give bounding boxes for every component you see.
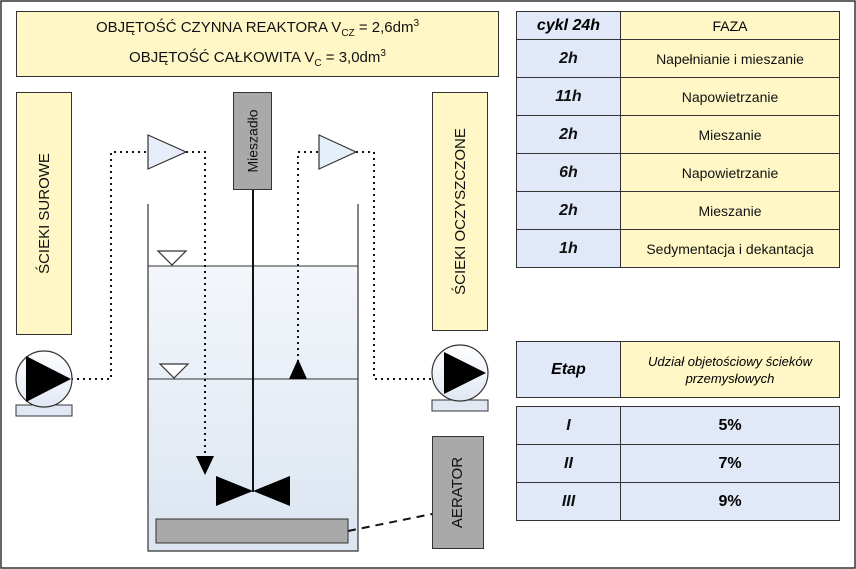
mixer-motor-label: Mieszadło (233, 92, 272, 190)
table-row: I 5% (516, 406, 840, 445)
aerator-diffuser (155, 518, 349, 544)
treated-sewage-label: ŚCIEKI OCZYSZCZONE (432, 92, 488, 331)
outflow-line (297, 151, 432, 380)
active-volume-line: OBJĘTOŚĆ CZYNNA REAKTORA VCZ = 2,6dm3 (96, 14, 419, 44)
mixer-text: Mieszadło (244, 109, 261, 173)
total-volume-line: OBJĘTOŚĆ CAŁKOWITA VC = 3,0dm3 (129, 44, 386, 74)
active-volume-text: OBJĘTOŚĆ CZYNNA REAKTORA V (95, 19, 342, 36)
inflow-arrow-icon (196, 456, 214, 475)
raw-sewage-label: ŚCIEKI SUROWE (16, 92, 72, 335)
aerator-label: AERATOR (432, 436, 484, 549)
cycle-phase-table: cykl 24h FAZA 2h Napełnianie i mieszanie… (516, 11, 840, 268)
cycle-header-phase: FAZA (620, 11, 840, 40)
table-row: 2h Napełnianie i mieszanie (516, 39, 840, 78)
inflow-flow-direction-icon (147, 134, 188, 170)
table-row: 1h Sedymentacja i dekantacja (516, 229, 840, 268)
cycle-phase-cell: Napowietrzanie (620, 153, 840, 192)
stage-header-row: Etap Udział objetościowy ścieków przemys… (516, 341, 840, 398)
stage-header-share: Udział objetościowy ścieków przemysłowyc… (620, 341, 840, 398)
cycle-time-cell: 2h (516, 39, 621, 78)
stage-cell: II (516, 444, 621, 483)
cycle-table-header: cykl 24h FAZA (516, 11, 840, 40)
stage-table-header: Etap Udział objetościowy ścieków przemys… (516, 341, 840, 398)
raw-sewage-text: ŚCIEKI SUROWE (35, 153, 53, 274)
impeller-left-icon (216, 476, 253, 506)
aerator-connection (347, 513, 433, 532)
stage-header-stage: Etap (516, 341, 621, 398)
cycle-phase-cell: Mieszanie (620, 115, 840, 154)
reactor-tank (147, 204, 359, 552)
cycle-header-time: cykl 24h (516, 11, 621, 40)
raw-sewage-pump-icon (15, 350, 73, 417)
cycle-time-cell: 11h (516, 77, 621, 116)
table-row: 2h Mieszanie (516, 191, 840, 230)
table-row: 2h Mieszanie (516, 115, 840, 154)
impeller-right-icon (253, 476, 290, 506)
share-cell: 7% (620, 444, 840, 483)
cycle-time-cell: 6h (516, 153, 621, 192)
stage-cell: III (516, 482, 621, 521)
stage-cell: I (516, 406, 621, 445)
cycle-time-cell: 2h (516, 115, 621, 154)
treated-sewage-pump-icon (431, 344, 489, 412)
cycle-phase-cell: Napowietrzanie (620, 77, 840, 116)
active-volume-unit-exponent: 3 (413, 18, 420, 29)
stage-share-table: I 5% II 7% III 9% (516, 406, 840, 521)
cycle-time-cell: 2h (516, 191, 621, 230)
inflow-line (71, 151, 206, 456)
outflow-inlet-arrow-icon (289, 359, 307, 379)
level-marker-low-icon (158, 363, 190, 379)
total-volume-value: = 3,0dm (321, 49, 381, 66)
active-volume-subscript: CZ (341, 28, 355, 39)
cycle-phase-cell: Mieszanie (620, 191, 840, 230)
cycle-time-cell: 1h (516, 229, 621, 268)
table-row: 11h Napowietrzanie (516, 77, 840, 116)
cycle-phase-cell: Sedymentacja i dekantacja (620, 229, 840, 268)
level-marker-high-icon (156, 250, 188, 266)
aerator-text: AERATOR (449, 456, 467, 529)
reactor-volume-info: OBJĘTOŚĆ CZYNNA REAKTORA VCZ = 2,6dm3 OB… (16, 11, 499, 77)
share-cell: 9% (620, 482, 840, 521)
treated-sewage-text: ŚCIEKI OCZYSZCZONE (451, 128, 469, 295)
table-row: III 9% (516, 482, 840, 521)
active-volume-value: = 2,6dm (354, 19, 414, 36)
table-row: II 7% (516, 444, 840, 483)
total-volume-text: OBJĘTOŚĆ CAŁKOWITA V (129, 49, 315, 66)
outflow-flow-direction-icon (318, 134, 358, 170)
share-cell: 5% (620, 406, 840, 445)
total-volume-subscript: C (314, 58, 322, 69)
table-row: 6h Napowietrzanie (516, 153, 840, 192)
cycle-phase-cell: Napełnianie i mieszanie (620, 39, 840, 78)
total-volume-unit-exponent: 3 (380, 48, 386, 59)
